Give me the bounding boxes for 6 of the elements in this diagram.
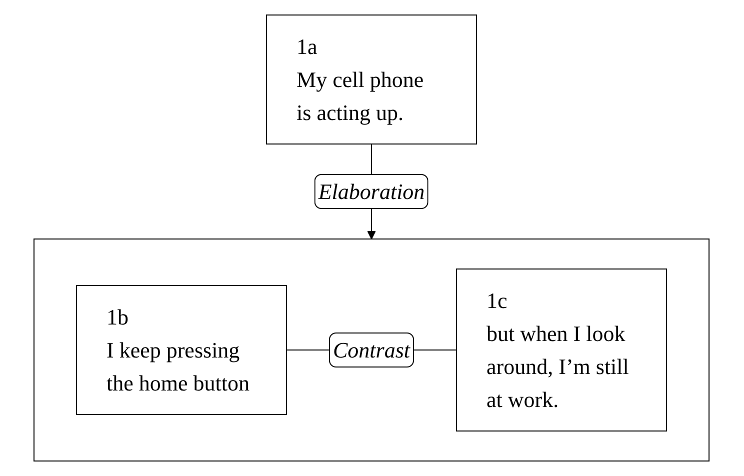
node-box: 1c but when I look around, I’m still at work. [456,268,668,432]
cluster [34,238,710,462]
node-box: 1b I keep pressing the home button [76,285,288,415]
edge-label: Elaboration [318,179,426,204]
node-box: 1a My cell phone is acting up. [266,14,478,144]
edge-label: Contrast [333,338,411,362]
